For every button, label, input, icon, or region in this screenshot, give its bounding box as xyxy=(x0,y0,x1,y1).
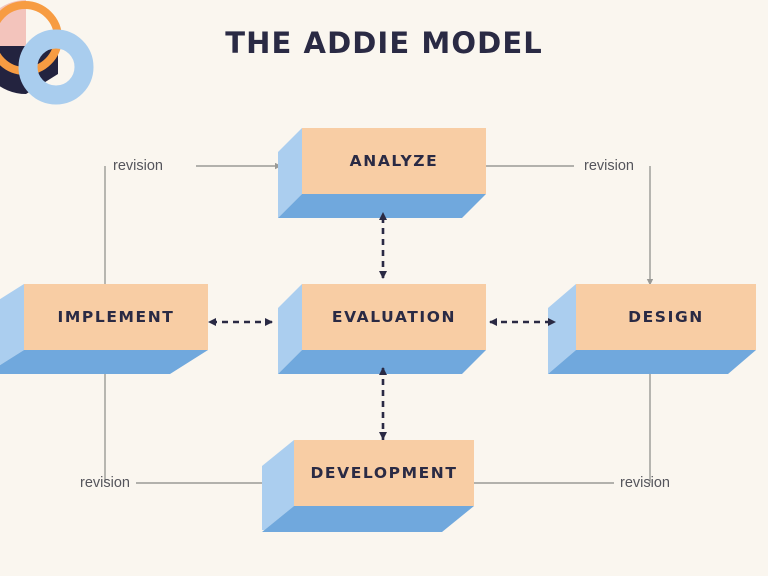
box-analyze-label: ANALYZE xyxy=(349,152,439,170)
box-evaluation-label: EVALUATION xyxy=(331,308,457,326)
page-title: THE ADDIE MODEL xyxy=(225,26,543,60)
box-analyze-front xyxy=(302,128,486,194)
revision-label-bottom-right: revision xyxy=(620,475,670,491)
box-design-front xyxy=(576,284,756,350)
box-evaluation[interactable]: EVALUATION xyxy=(278,284,486,374)
box-evaluation-front xyxy=(302,284,486,350)
box-analyze[interactable]: ANALYZE xyxy=(278,128,486,218)
box-implement-front xyxy=(24,284,208,350)
box-development-front xyxy=(294,440,474,506)
revision-label-top-right: revision xyxy=(584,158,634,174)
box-development-bottom xyxy=(262,506,474,532)
revision-label-bottom-left: revision xyxy=(80,475,130,491)
box-design[interactable]: DESIGN xyxy=(548,284,756,374)
box-design-bottom xyxy=(548,350,756,374)
revision-label-top-left: revision xyxy=(113,158,163,174)
box-implement[interactable]: IMPLEMENT xyxy=(0,284,208,374)
box-development[interactable]: DEVELOPMENT xyxy=(262,440,474,532)
box-design-label: DESIGN xyxy=(628,308,704,326)
box-development-label: DEVELOPMENT xyxy=(310,464,458,482)
box-implement-bottom xyxy=(0,350,208,374)
box-implement-label: IMPLEMENT xyxy=(57,308,175,326)
